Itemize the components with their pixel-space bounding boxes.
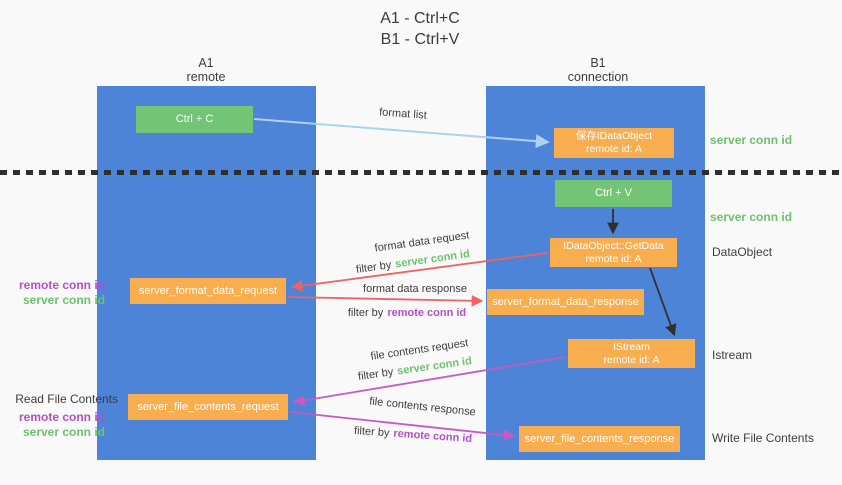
filter-by-text: filter by [357,366,395,383]
left-server-conn-id-1: server conn id [22,293,105,307]
read-file-contents-note: Read File Contents [15,392,118,406]
dataobject-note: DataObject [712,245,773,259]
arrow-format-data-response [287,294,484,307]
getdata-line2: remote id: A [585,252,642,265]
write-file-contents-note: Write File Contents [712,431,814,445]
save-idataobject-box: 保存IDataObject remote id: A [554,128,674,158]
server-file-contents-response-label: server_file_contents_response [524,432,675,445]
filter-by-text: filter by [353,424,390,440]
left-server-conn-id-2: server conn id [22,425,105,439]
save-idataobject-line2: remote id: A [585,143,643,155]
right-server-conn-id-2: server conn id [710,210,793,224]
save-idataobject-line1: 保存IDataObject [575,130,653,142]
istream-line1: IStream [613,340,650,353]
ctrl-v-box: Ctrl + V [555,180,672,207]
remote-conn-id-text: remote conn id [387,307,467,319]
istream-note: Istream [712,348,753,362]
right-column-name: B1 [590,56,606,70]
dotted-divider-line [0,170,842,175]
server-file-contents-response-box: server_file_contents_response [519,426,680,452]
server-format-data-response-box: server_format_data_response [487,289,644,315]
file-contents-response-label: file contents response [368,395,477,419]
istream-box: IStream remote id: A [568,339,695,368]
diagram-title: A1 - Ctrl+C B1 - Ctrl+V [300,8,540,50]
server-file-contents-request-label: server_file_contents_request [137,400,279,413]
left-remote-conn-id-1: remote conn id [18,278,105,292]
ctrl-c-label: Ctrl + C [175,113,214,125]
title-line-2: B1 - Ctrl+V [380,31,460,48]
remote-conn-id-text: remote conn id [392,427,473,446]
server-format-data-request-box: server_format_data_request [130,278,286,304]
right-column-subtitle: connection [567,70,629,84]
format-data-response-label: format data response [363,283,467,295]
server-file-contents-request-box: server_file_contents_request [128,394,288,420]
idataobject-getdata-box: IDataObject::GetData remote id: A [550,238,677,267]
server-format-data-response-label: server_format_data_response [492,295,639,308]
left-column-name: A1 [198,56,214,70]
title-line-1: A1 - Ctrl+C [380,10,460,27]
istream-line2: remote id: A [603,353,660,366]
filter-by-text: filter by [347,307,384,319]
filter-by-text: filter by [355,259,393,276]
getdata-line1: IDataObject::GetData [563,239,664,252]
left-column-subtitle: remote [186,70,226,84]
right-server-conn-id-1: server conn id [710,133,793,147]
server-format-data-request-label: server_format_data_request [138,284,278,297]
server-conn-id-text: server conn id [394,248,471,271]
left-column-header: A1 remote [146,56,266,84]
right-column-header: B1 connection [538,56,658,84]
server-conn-id-text: server conn id [396,355,473,378]
left-remote-conn-id-2: remote conn id [18,410,105,424]
ctrl-v-label: Ctrl + V [595,187,632,199]
ctrl-c-box: Ctrl + C [136,106,253,133]
format-list-label: format list [378,106,428,122]
